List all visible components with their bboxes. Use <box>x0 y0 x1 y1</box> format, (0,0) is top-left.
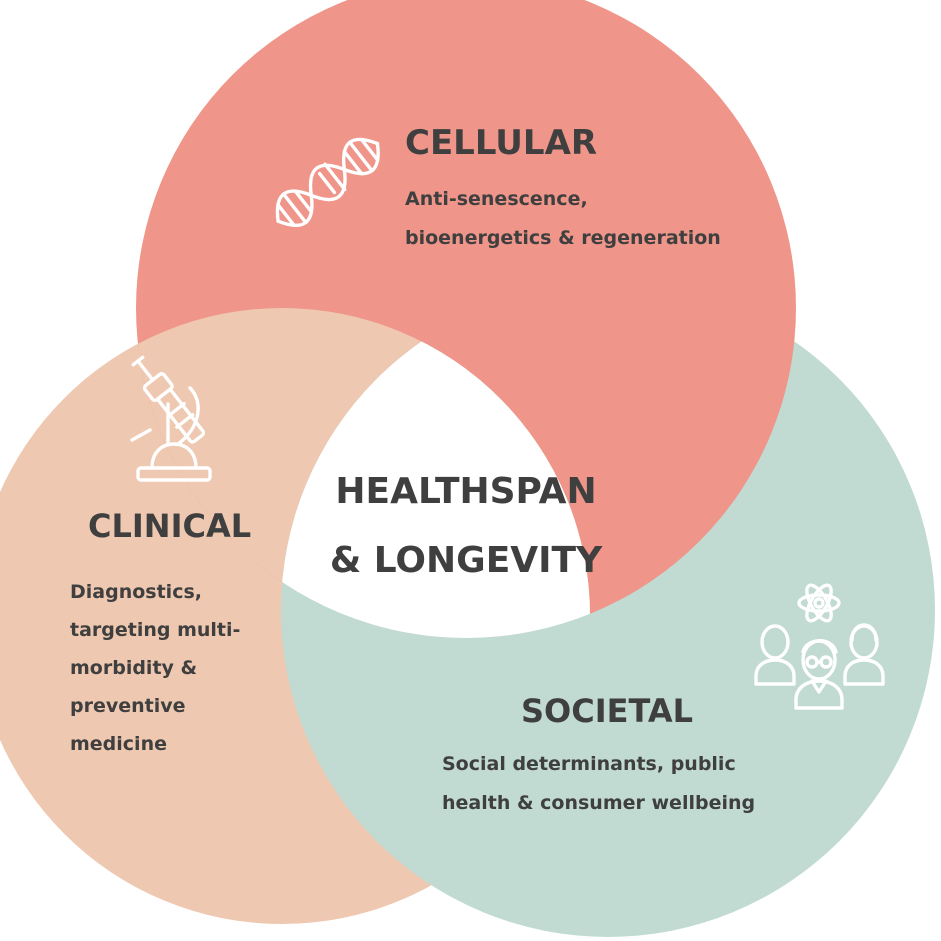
center-title-line1: HEALTHSPAN <box>335 471 596 512</box>
people-atom-icon <box>754 583 885 710</box>
clinical-desc-line5: medicine <box>70 733 167 755</box>
societal-desc-line1: Social determinants, public <box>442 753 736 775</box>
dna-icon <box>275 137 380 227</box>
center-title-line2: & LONGEVITY <box>330 540 603 581</box>
societal-title: SOCIETAL <box>521 692 693 730</box>
clinical-desc-line4: preventive <box>70 695 186 717</box>
cellular-desc-line2: bioenergetics & regeneration <box>405 227 721 249</box>
clinical-desc-line2: targeting multi- <box>70 619 240 641</box>
microscope-icon <box>130 355 212 482</box>
clinical-title: CLINICAL <box>88 507 251 545</box>
cellular-title: CELLULAR <box>405 123 597 163</box>
clinical-desc-line3: morbidity & <box>70 657 197 679</box>
clinical-desc-line1: Diagnostics, <box>70 581 202 603</box>
center-intersection <box>281 308 590 638</box>
societal-desc-line2: health & consumer wellbeing <box>442 792 755 814</box>
cellular-desc-line1: Anti-senescence, <box>405 188 588 210</box>
